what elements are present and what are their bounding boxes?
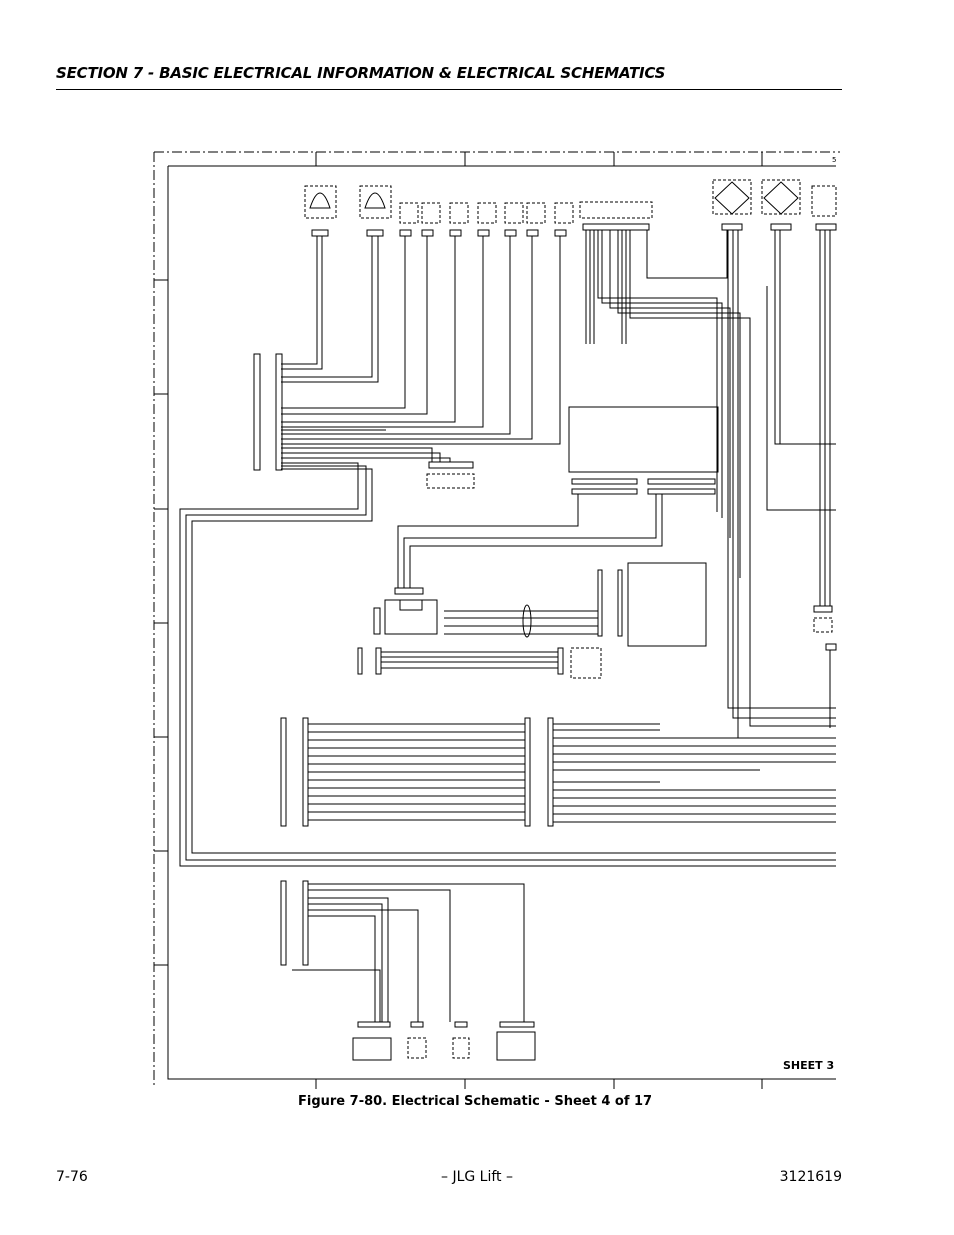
section-title: SECTION 7 - BASIC ELECTRICAL INFORMATION… bbox=[56, 64, 666, 82]
document-number: 3121619 bbox=[779, 1169, 842, 1185]
svg-text:5: 5 bbox=[832, 156, 836, 164]
header-rule bbox=[56, 89, 842, 90]
electrical-schematic-drawing: 5 bbox=[153, 151, 840, 1089]
page-number: 7-76 bbox=[56, 1169, 88, 1185]
footer-publisher: – JLG Lift – bbox=[441, 1169, 513, 1185]
figure-caption: Figure 7-80. Electrical Schematic - Shee… bbox=[298, 1094, 653, 1109]
sheet-label: SHEET 3 bbox=[783, 1059, 835, 1072]
